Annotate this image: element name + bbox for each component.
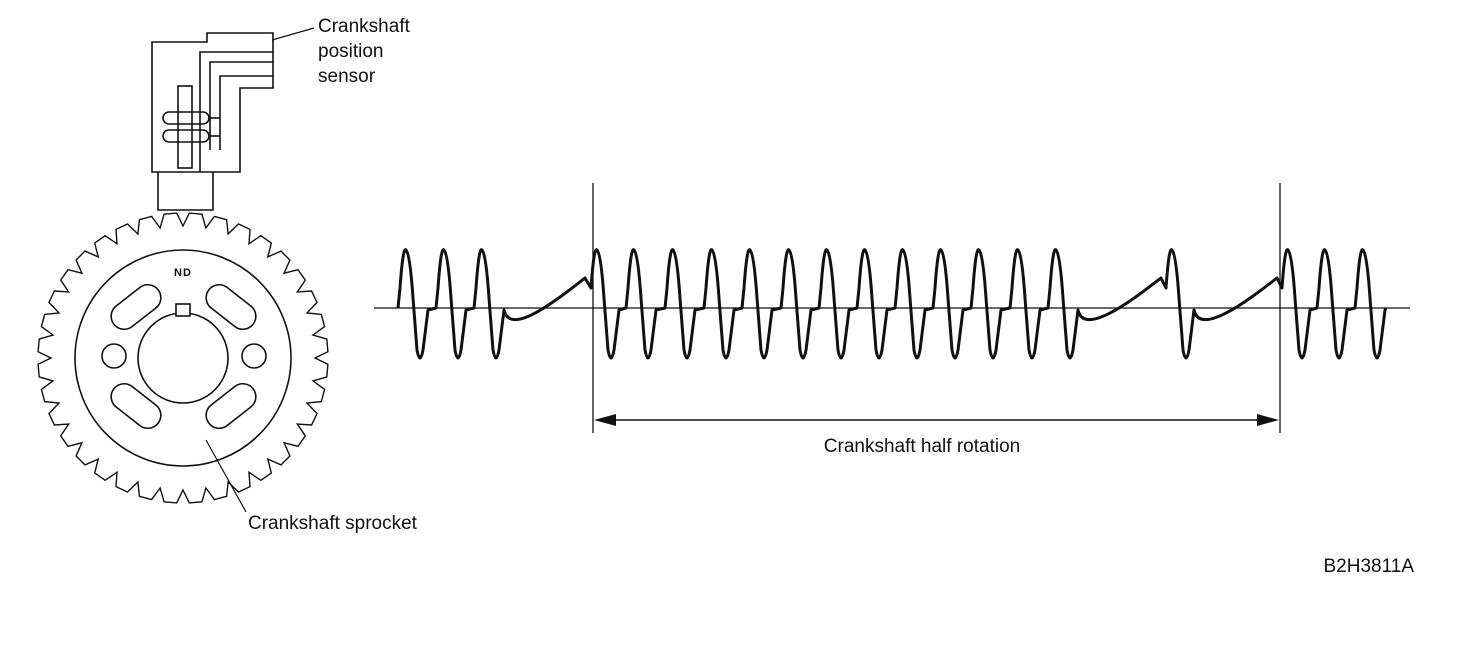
half-rotation-arrow bbox=[594, 414, 1279, 426]
sensor-label-line2: position bbox=[318, 41, 384, 62]
figure-code: B2H3811A bbox=[1324, 556, 1415, 577]
sensor-waveform bbox=[374, 183, 1410, 433]
sensor-leader-line bbox=[271, 27, 315, 41]
sensor-label-line3: sensor bbox=[318, 66, 376, 87]
sprocket-leader-line bbox=[205, 439, 247, 513]
sensor-label-line1: Crankshaft bbox=[318, 16, 411, 37]
half-rotation-label: Crankshaft half rotation bbox=[824, 436, 1020, 457]
sprocket-mark: ND bbox=[174, 267, 192, 279]
crankshaft-sprocket bbox=[37, 212, 329, 504]
sprocket-label: Crankshaft sprocket bbox=[248, 513, 418, 534]
crankshaft-position-sensor bbox=[151, 32, 274, 211]
